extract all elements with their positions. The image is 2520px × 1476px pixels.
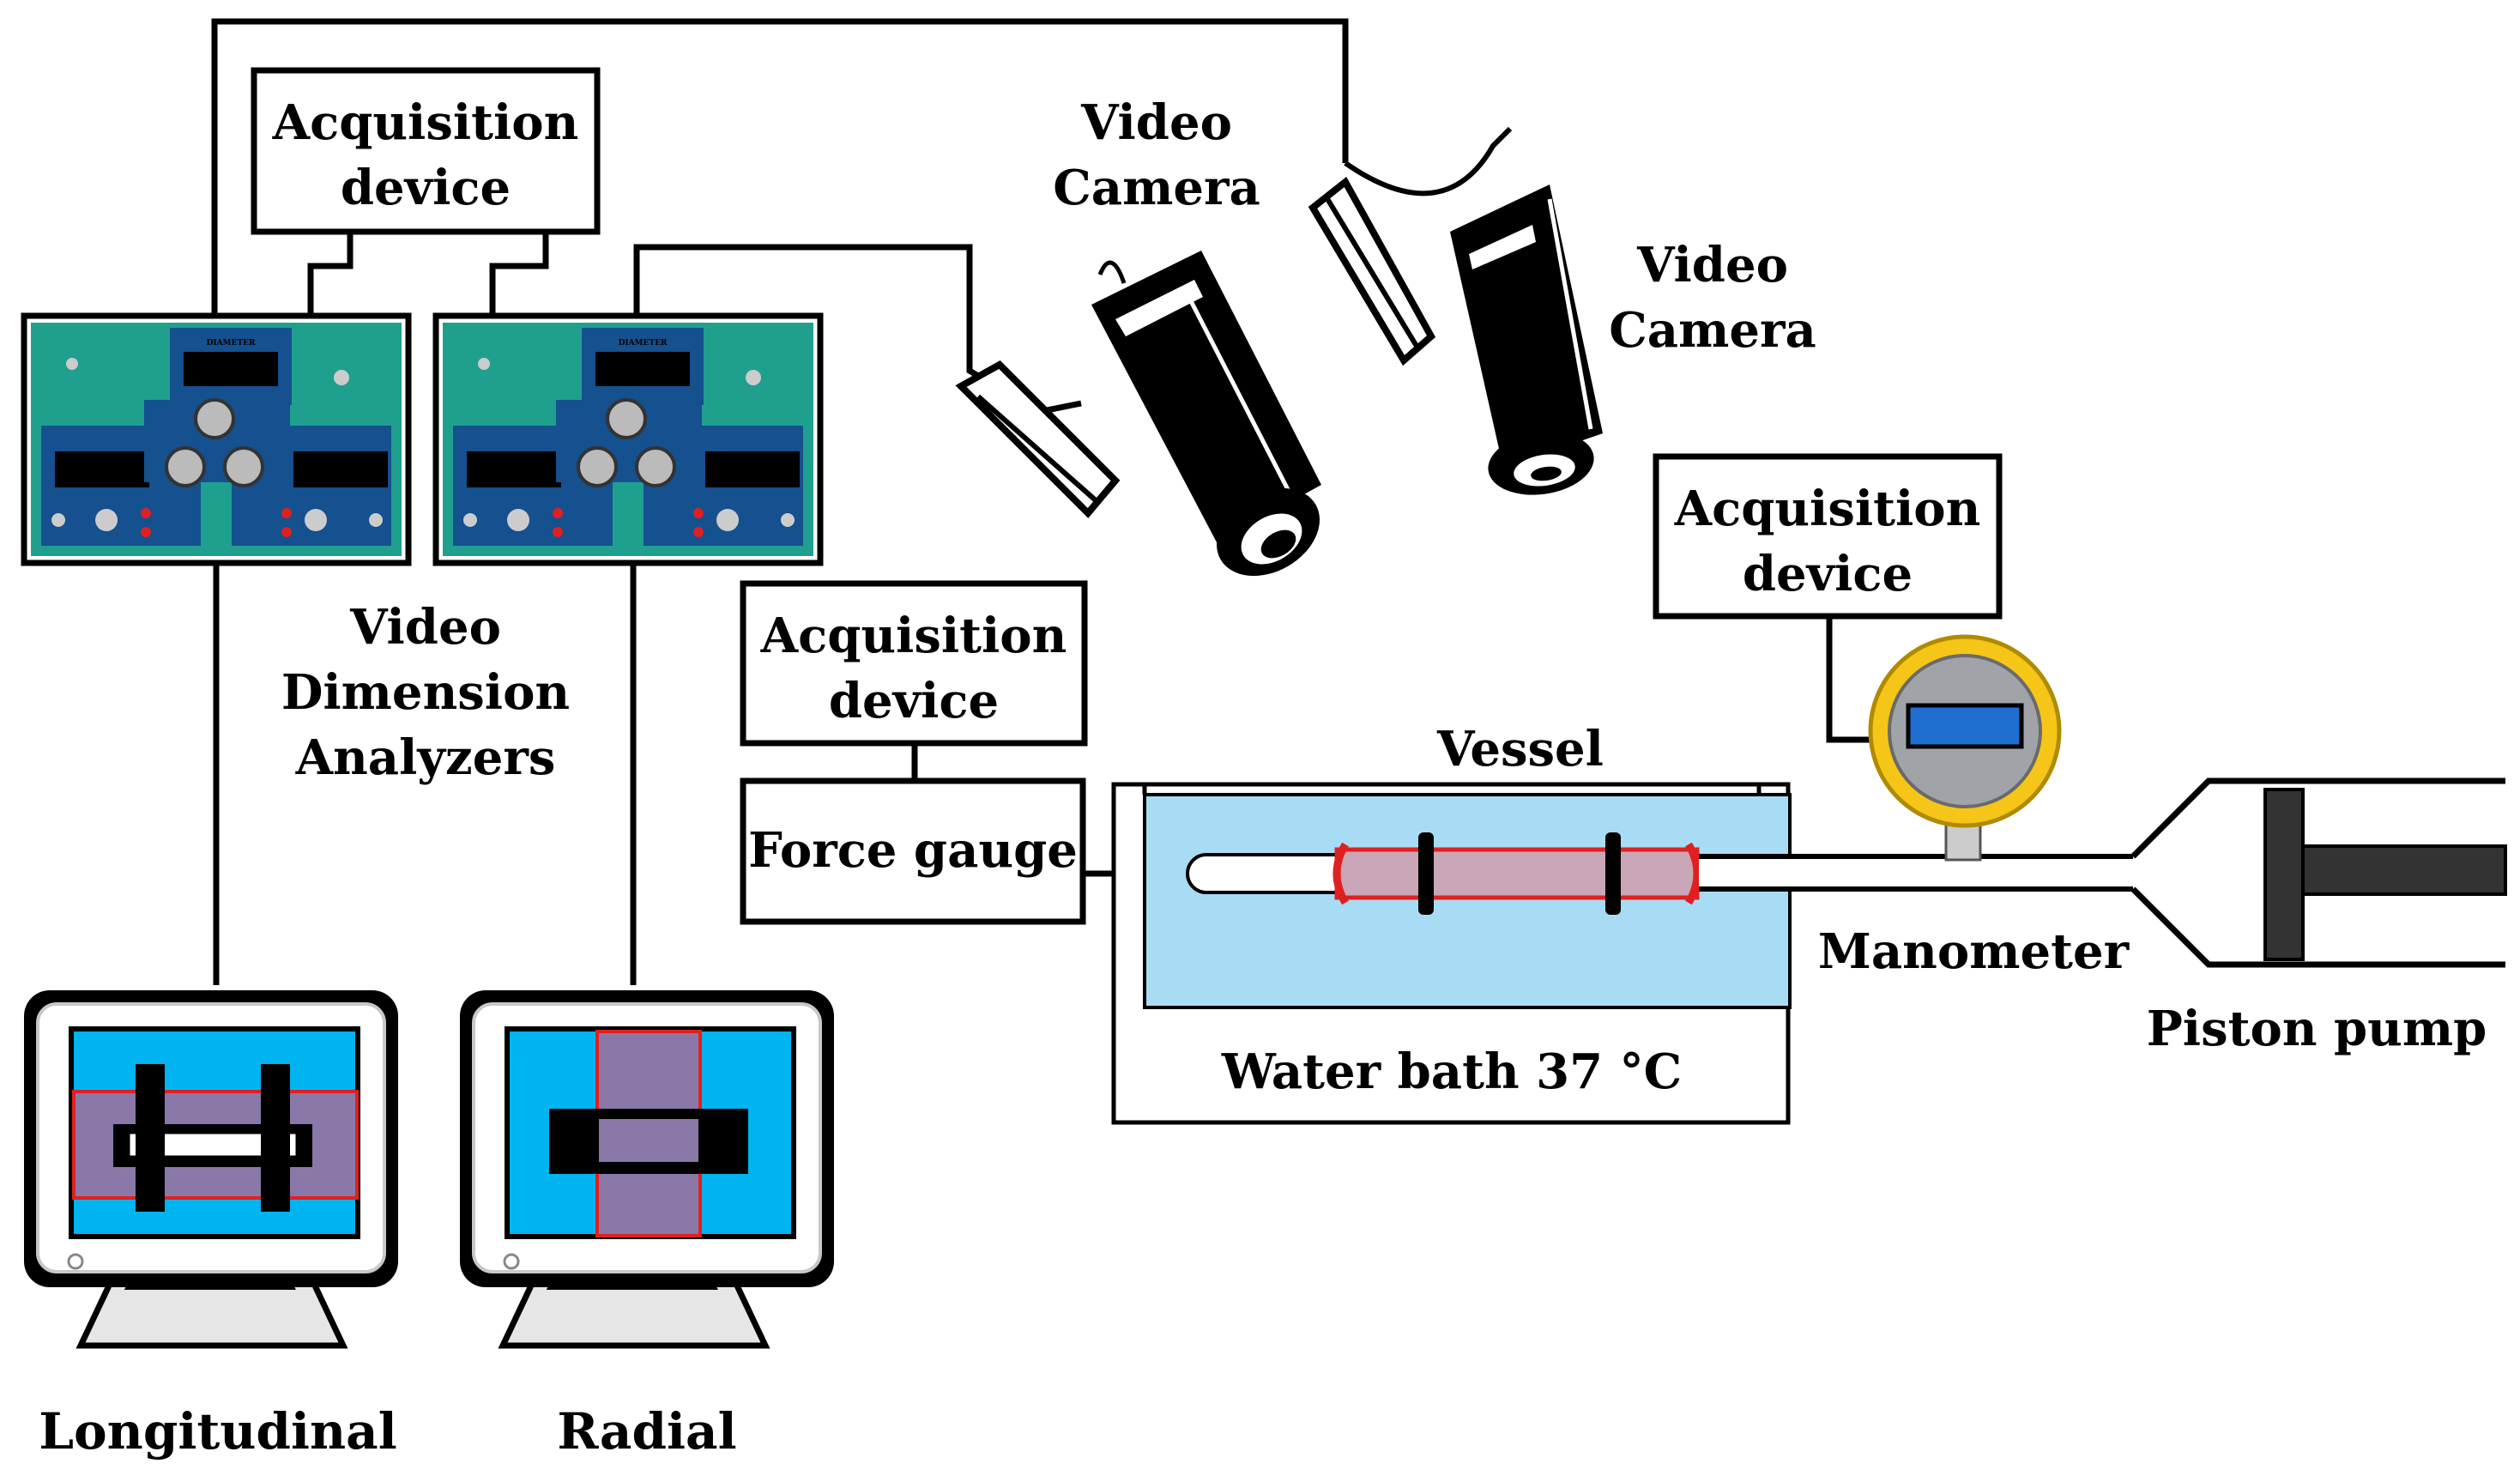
video-camera-left-caption: Video Camera [1053, 94, 1260, 216]
vessel-label: Vessel [1436, 721, 1604, 777]
vda-label-line3: Analyzers [295, 729, 556, 786]
crt-monitor-icon [460, 990, 834, 1349]
svg-text:DIAMETER: DIAMETER [619, 339, 668, 348]
acq1-label-line1: Acquisition [272, 94, 579, 151]
analyzer-right: DIAMETER [432, 312, 824, 566]
acq2-label-line1: Acquisition [760, 608, 1067, 664]
crt-monitor-icon [24, 990, 398, 1349]
video-camera-right-caption: Video Camera [1609, 237, 1816, 359]
svg-text:DIAMETER: DIAMETER [207, 339, 256, 348]
video-camera-left-icon [955, 251, 1321, 577]
water-bath: Water bath 37 °C [1111, 782, 1792, 1125]
wire-analyzer-left-to-camera-right [211, 18, 1349, 313]
acq2-label-line2: device [829, 673, 999, 729]
monitor-radial: Radial [460, 990, 834, 1461]
force-gauge-label: Force gauge [748, 822, 1078, 879]
piston-pump: Piston pump [2130, 777, 2507, 1057]
video-camera-right-icon [1308, 126, 1603, 495]
analyzer-caption: Video Dimension Analyzers [281, 599, 570, 786]
vda-label-line2: Dimension [281, 664, 570, 721]
monitor-longitudinal-label: Longitudinal [39, 1402, 397, 1461]
vda-label-line1: Video [349, 599, 501, 656]
acq3-label-line2: device [1743, 546, 1913, 602]
monitor-radial-label: Radial [557, 1402, 736, 1461]
force-gauge-box: Force gauge [740, 777, 1086, 925]
wire-acq1-right-leg [489, 233, 549, 313]
manometer: Manometer [1818, 634, 2130, 980]
acquisition-device-middle: Acquisition device [740, 580, 1088, 747]
acquisition-device-right: Acquisition device [1653, 453, 2003, 620]
analyzer-left: DIAMETER [21, 312, 412, 566]
acquisition-device-top-left: Acquisition device [251, 67, 601, 235]
cam2-label-line1: Video [1636, 237, 1788, 293]
monitor-longitudinal: Longitudinal [24, 990, 398, 1461]
vessel: Vessel [1186, 721, 2133, 915]
pressure-gauge-icon [1868, 634, 2062, 862]
water-bath-label: Water bath 37 °C [1221, 1043, 1682, 1100]
piston-pump-icon [2130, 777, 2507, 968]
cam2-label-line2: Camera [1609, 302, 1816, 359]
cam1-label-line1: Video [1080, 94, 1232, 151]
piston-pump-label: Piston pump [2147, 1001, 2487, 1057]
cam1-label-line2: Camera [1053, 160, 1260, 216]
wire-acq3-to-manometer [1826, 616, 1877, 743]
manometer-label: Manometer [1818, 923, 2130, 980]
wire-acq1-left-leg [307, 233, 354, 313]
acq3-label-line1: Acquisition [1674, 481, 1981, 537]
acq1-label-line2: device [341, 160, 511, 216]
